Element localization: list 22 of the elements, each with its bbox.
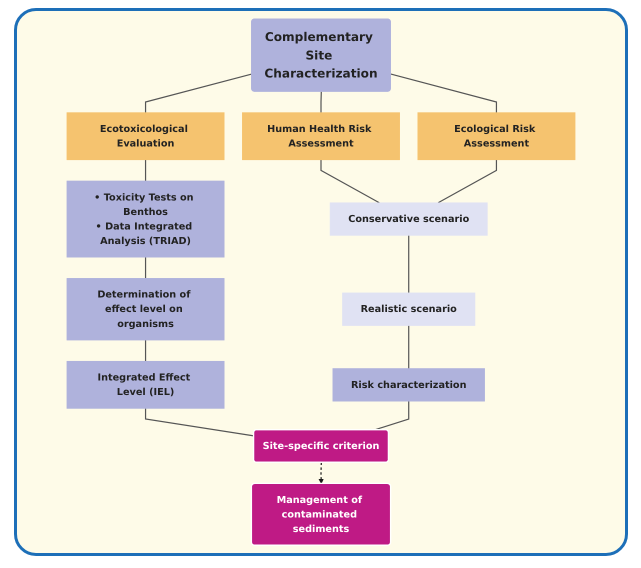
connector (408, 326, 410, 368)
node-box: Risk characterization (332, 368, 485, 402)
connector (320, 160, 380, 204)
connector (144, 408, 254, 436)
connector (144, 160, 146, 181)
arrow (318, 462, 324, 484)
node-box: • Toxicity Tests on Benthos • Data Integrated Analysis (TRIAD) (66, 180, 224, 258)
node-box: Conservative scenario (330, 202, 488, 236)
connector (144, 73, 252, 113)
connector (438, 160, 498, 204)
node-box: Realistic scenario (342, 292, 476, 326)
connector (390, 73, 498, 113)
connector (144, 340, 146, 362)
node-box: Determination of effect level on organisms (66, 278, 224, 340)
node-box: Human Health Risk Assessment (242, 112, 400, 160)
node-box: Ecological Risk Assessment (418, 112, 576, 160)
node-box: Ecotoxicological Evaluation (66, 112, 224, 160)
connector (408, 235, 410, 293)
node-box: Integrated Effect Level (IEL) (66, 360, 224, 409)
connector (320, 92, 322, 113)
connector (144, 257, 146, 278)
connector (374, 401, 410, 430)
